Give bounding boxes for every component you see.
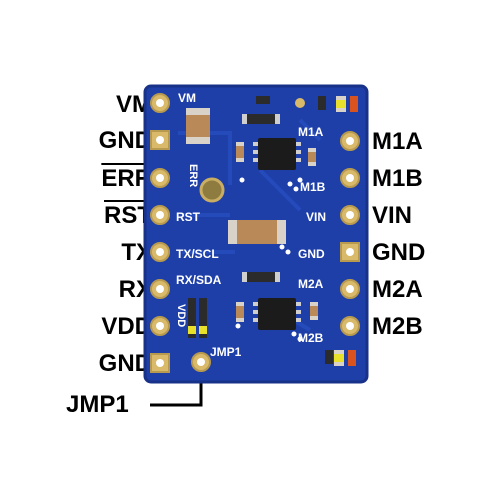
label-m2b: M2B [372, 313, 423, 340]
label-jmp1: JMP1 [66, 391, 129, 418]
driver-ic-1 [253, 138, 301, 170]
capacitor-top [186, 108, 210, 144]
label-gnd-left-2: GND [98, 350, 152, 377]
silk-m2a: M2A [298, 277, 324, 291]
silk-m1a: M1A [298, 125, 324, 139]
capacitor-center [228, 220, 286, 244]
label-m2a: M2A [372, 276, 423, 303]
label-vin: VIN [372, 202, 413, 229]
label-gnd-right: GND [372, 239, 426, 266]
label-gnd-left: GND [98, 127, 152, 154]
smd-components [236, 96, 333, 364]
silk-vdd: VDD [175, 304, 187, 327]
silk-vm: VM [178, 91, 196, 105]
driver-ic-2 [253, 298, 301, 330]
silk-tx-scl: TX/SCL [176, 247, 219, 261]
label-m1a: M1A [372, 128, 423, 155]
silkscreen-text: VM ERR RST TX/SCL RX/SDA VDD JMP1 M1A M1… [175, 91, 326, 359]
silk-jmp1: JMP1 [210, 345, 242, 359]
silk-dots [235, 177, 303, 342]
silk-vin: VIN [306, 210, 326, 224]
silk-gnd: GND [298, 247, 325, 261]
small-via [295, 98, 305, 108]
right-pads [340, 131, 360, 336]
silk-err: ERR [187, 164, 199, 187]
mounting-hole [199, 177, 225, 203]
label-m1b: M1B [372, 165, 423, 192]
silk-rst: RST [176, 210, 201, 224]
silk-m2b: M2B [298, 331, 324, 345]
pcb-traces [178, 118, 322, 332]
silk-m1b: M1B [300, 180, 326, 194]
left-pads [150, 93, 170, 373]
status-leds [188, 96, 358, 366]
silk-rx-sda: RX/SDA [176, 273, 222, 287]
